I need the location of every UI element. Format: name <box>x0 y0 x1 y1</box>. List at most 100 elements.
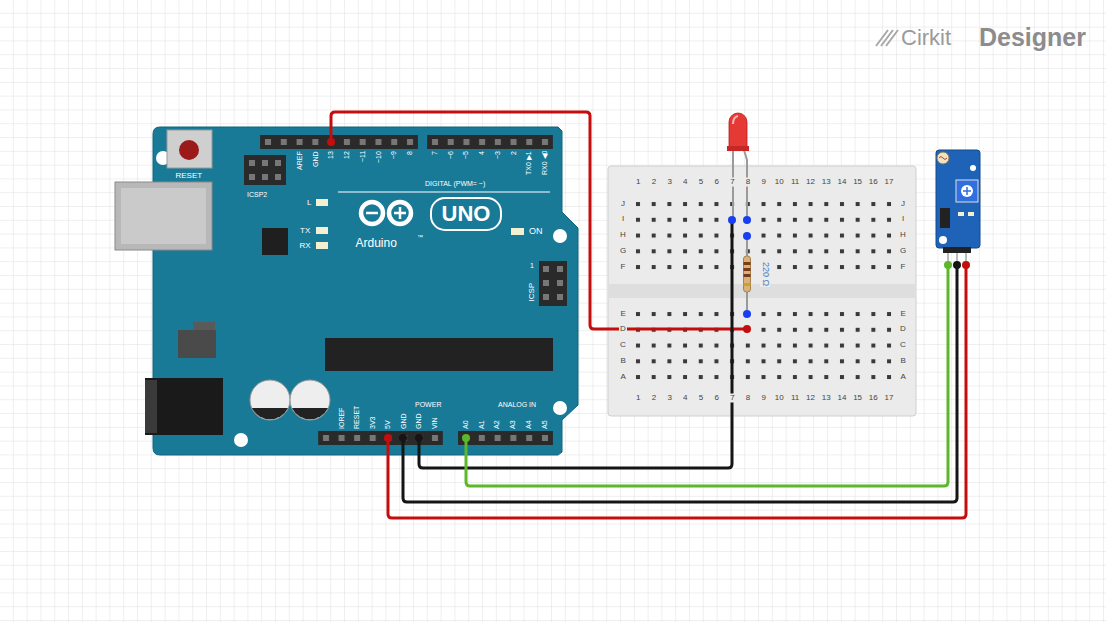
row-letter: E <box>620 310 627 319</box>
row-letter: J <box>900 200 906 209</box>
pin-name: 2 <box>510 151 518 155</box>
pin-name: AREF <box>296 151 304 170</box>
onboard-led <box>316 242 328 249</box>
pin-header <box>260 135 418 149</box>
column-number: 2 <box>651 178 657 187</box>
resistor-bands <box>744 283 751 286</box>
pin-header <box>943 247 971 253</box>
icsp-header <box>244 155 286 185</box>
column-number: 5 <box>698 394 704 403</box>
column-number: 9 <box>761 394 767 403</box>
row-letter: A <box>900 373 907 382</box>
wire <box>419 220 732 468</box>
microcontroller-chip <box>325 338 553 371</box>
potentiometer <box>961 185 973 197</box>
column-number: 3 <box>666 394 672 403</box>
wire-end <box>944 261 952 269</box>
photoresistor <box>939 157 947 160</box>
wire-end <box>462 434 470 442</box>
pin-name: 3V3 <box>369 417 377 429</box>
watermark-icon <box>876 30 898 46</box>
led-label: ON <box>529 227 543 237</box>
row-letter: E <box>900 310 907 319</box>
onboard-led <box>316 227 328 234</box>
row-letter: D <box>619 325 627 334</box>
header-pins <box>260 135 418 149</box>
logo-text: UNO <box>442 202 491 226</box>
led-label: TX <box>300 227 310 236</box>
wire-end <box>415 434 423 442</box>
column-number: 5 <box>698 178 704 187</box>
column-number: 6 <box>713 178 719 187</box>
header-pins <box>318 431 443 445</box>
logo-text: Arduino <box>356 237 397 250</box>
pin-name: ~5 <box>462 151 470 159</box>
column-number: 14 <box>836 394 847 403</box>
pin-name: IOREF <box>338 408 346 429</box>
part-name: ICSP <box>528 283 537 302</box>
connection-dot <box>743 232 751 240</box>
pin-name: ~10 <box>375 151 383 163</box>
pin-name: 4 <box>478 151 486 155</box>
breadboard-holes <box>630 306 897 385</box>
header-pins <box>249 160 281 180</box>
breadboard <box>608 166 916 416</box>
column-number: 10 <box>774 394 785 403</box>
capacitor <box>252 408 288 419</box>
row-letter: C <box>899 341 907 350</box>
led-highlight <box>733 116 738 124</box>
column-number: 6 <box>713 394 719 403</box>
connection-dot <box>728 216 736 224</box>
connection-dot <box>743 310 751 318</box>
row-letter: H <box>899 231 907 240</box>
pin-header <box>318 431 443 445</box>
header-pins <box>458 431 553 445</box>
uno-badge <box>431 198 501 230</box>
icsp-header <box>539 261 567 306</box>
column-number: 12 <box>805 394 816 403</box>
trademark: ™ <box>417 234 423 241</box>
wire-end <box>399 434 407 442</box>
row-letter: H <box>619 231 627 240</box>
wire-end <box>327 138 335 146</box>
mounting-hole <box>553 229 567 243</box>
capacitor <box>250 380 290 420</box>
wire <box>331 112 747 329</box>
pin-name: RX0 ◀0 <box>541 151 549 175</box>
row-letter: D <box>899 325 907 334</box>
column-number: 16 <box>868 394 879 403</box>
column-number: 1 <box>635 394 641 403</box>
pin-name: GND <box>312 151 320 167</box>
column-number: 15 <box>852 178 863 187</box>
capacitor <box>292 408 328 419</box>
photoresistor <box>937 152 949 164</box>
reset-button <box>179 140 199 160</box>
usb-connector <box>121 188 206 244</box>
board-label: ANALOG IN <box>498 401 536 409</box>
onboard-led <box>968 212 974 216</box>
led-label: L <box>307 199 311 208</box>
part-name: ICSP2 <box>247 191 267 199</box>
column-number: 10 <box>774 178 785 187</box>
column-number: 7 <box>729 394 735 403</box>
row-letter: F <box>900 263 907 272</box>
pin-name: 12 <box>343 151 351 159</box>
resistor-bands <box>744 262 751 277</box>
column-number: 1 <box>635 178 641 187</box>
row-letter: F <box>620 263 627 272</box>
header-pins <box>543 266 563 300</box>
pin-header <box>427 135 553 149</box>
row-letter: G <box>899 247 907 256</box>
resistor-value: 220 Ω <box>760 261 770 287</box>
watermark: Cirkit <box>901 26 951 50</box>
power-jack <box>145 380 157 433</box>
pin-number: 1 <box>530 262 534 270</box>
onboard-led <box>316 199 328 206</box>
column-number: 13 <box>821 178 832 187</box>
potentiometer <box>963 187 971 195</box>
column-number: 11 <box>790 394 800 403</box>
column-number: 11 <box>790 178 800 187</box>
board-label: DIGITAL (PWM= ~) <box>425 180 485 188</box>
